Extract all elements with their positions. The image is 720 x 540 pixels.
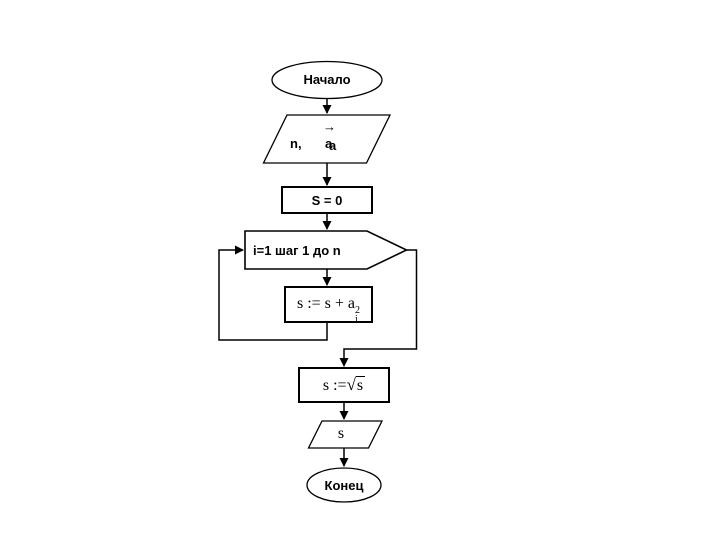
loop-pennant [244,230,409,270]
input-a-label: a [325,136,333,151]
sqrt-formula-lhs: s := [322,377,347,394]
sqrt-radicand: s [355,376,366,394]
body-formula-sub: i [355,314,358,325]
body-formula-base: s := s + a [296,295,356,312]
output-label: s [337,425,345,442]
input-label: n, → a a [263,115,390,163]
feedback-arrow [218,245,328,341]
input-parallelogram [262,114,392,164]
init-label: S = 0 [311,193,343,208]
vector-arrow-icon: → [323,119,336,134]
end-ellipse [306,467,382,503]
input-a-label-ghost: a [329,138,337,153]
loop-exit-arrow [339,249,418,367]
sqrt-formula: s :=√s [299,376,389,395]
start-label: Начало [303,72,351,87]
body-formula-sup: 2 [355,305,361,316]
sqrt-rect [298,367,390,403]
input-n-label: n, [290,136,302,151]
radical-icon: √ [346,375,356,394]
output-parallelogram [307,420,384,449]
body-rect [284,286,373,323]
loop-label: i=1 шаг 1 до n [253,243,341,258]
start-ellipse [271,60,383,100]
end-label: Конец [324,478,364,493]
init-rect [281,186,373,214]
